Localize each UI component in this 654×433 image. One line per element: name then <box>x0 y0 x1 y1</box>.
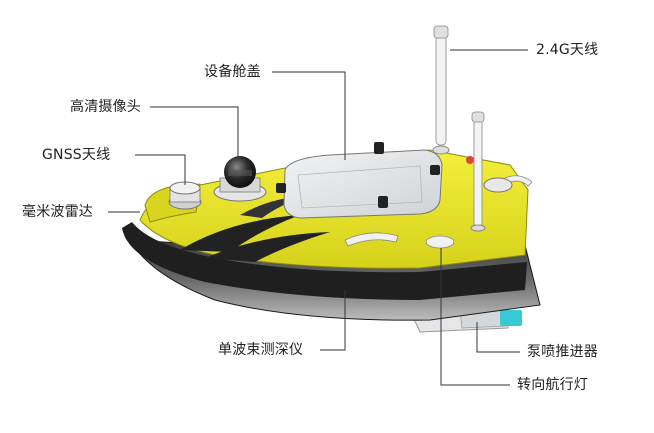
label-equipment-hatch: 设备舱盖 <box>204 64 261 80</box>
leader-hd-camera <box>150 106 239 158</box>
hatch-latch <box>430 165 440 175</box>
hull-decal <box>180 215 300 252</box>
rub-rail <box>122 222 527 300</box>
label-turn-nav-light: 转向航行灯 <box>517 377 588 393</box>
stern-puck <box>483 177 513 193</box>
gnss-antenna <box>168 181 202 210</box>
label-antenna-24g: 2.4G天线 <box>536 42 599 58</box>
label-gnss-antenna: GNSS天线 <box>42 147 111 163</box>
hull-decal <box>205 232 330 262</box>
hatch-latch <box>276 183 286 193</box>
label-single-beam-sounder: 单波束测深仪 <box>218 342 304 358</box>
handle <box>344 232 399 247</box>
leader-pump-jet-thruster <box>476 322 520 353</box>
leader-turn-nav-light <box>440 248 510 386</box>
leader-lines <box>108 49 528 386</box>
nav-light-mast <box>470 111 486 232</box>
equipment-hatch <box>276 142 443 219</box>
nav-light-base <box>425 235 455 249</box>
thruster-nozzle <box>500 310 522 326</box>
label-pump-jet-thruster: 泵喷推进器 <box>527 344 598 360</box>
handle <box>504 175 533 187</box>
label-hd-camera: 高清摄像头 <box>70 99 141 115</box>
leader-equipment-hatch <box>272 71 346 160</box>
leader-gnss-antenna <box>135 154 186 185</box>
hatch-latch <box>374 142 384 154</box>
leader-single-beam-sounder <box>320 290 346 351</box>
antenna-24g <box>432 25 450 155</box>
hatch-latch <box>378 196 388 208</box>
red-nav-light <box>466 156 474 164</box>
label-mmwave-radar: 毫米波雷达 <box>22 204 93 220</box>
hd-camera <box>213 156 267 202</box>
